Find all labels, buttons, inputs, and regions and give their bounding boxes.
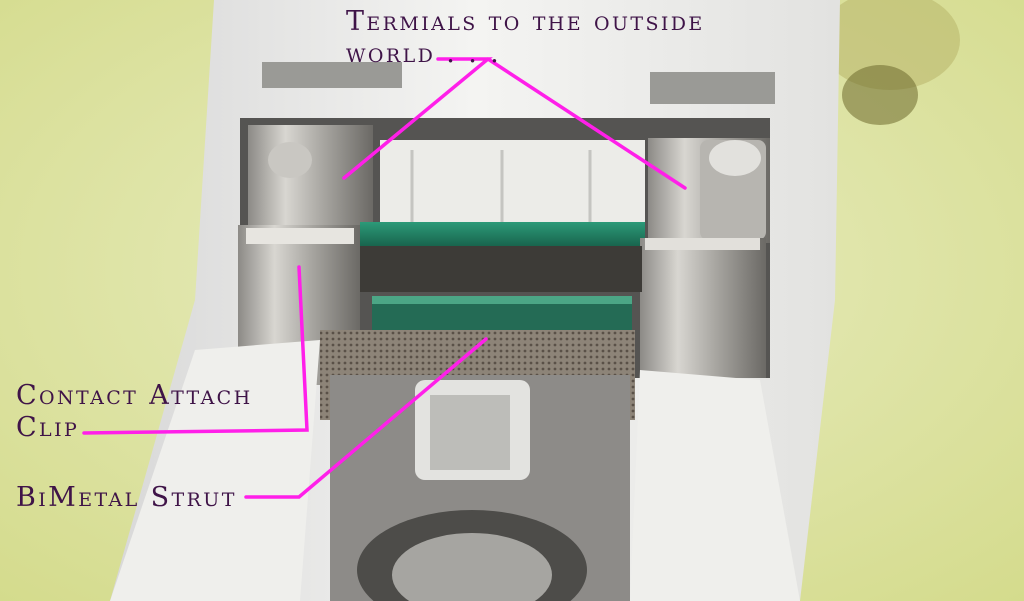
contact-strip: [360, 222, 645, 248]
housing-ribs: [380, 140, 645, 235]
housing-slot-right: [650, 72, 775, 104]
label-bimetal-strut: BiMetal Strut: [16, 482, 237, 513]
clip-pointer-line: [82, 265, 309, 435]
annotation-lines: [82, 57, 687, 499]
housing-slot-left: [262, 62, 402, 88]
housing-front-left: [110, 340, 320, 601]
terminals-pointer-line: [342, 57, 687, 190]
housing-front-right: [630, 370, 800, 601]
label-terminals: Termials to the outside world . . .: [346, 6, 705, 69]
terminal-left: [248, 125, 373, 225]
background-blur-object: [820, 0, 960, 90]
strut-pointer-line: [244, 337, 488, 499]
label-contact-attach-clip: Contact Attach Clip: [16, 380, 253, 443]
